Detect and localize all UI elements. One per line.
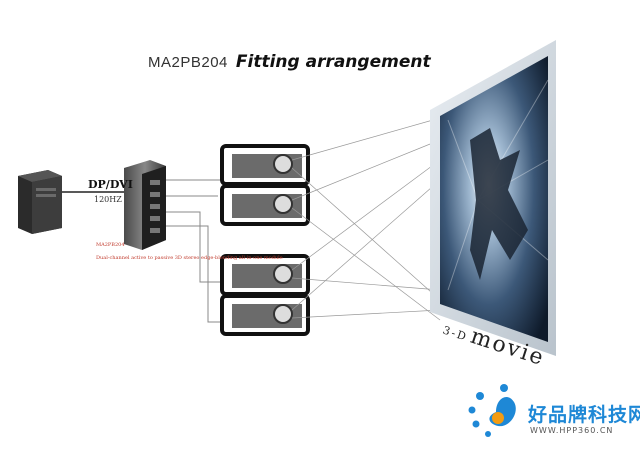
movie-prefix: 3-D [441, 323, 470, 344]
projector-icon [220, 294, 310, 336]
projection-beams [291, 117, 441, 321]
projector-cables [166, 179, 220, 323]
brand-url: WWW.HPP360.CN [530, 426, 614, 435]
device-model-note: MA2PB204 [96, 242, 125, 248]
dvi-label: DP/DVI [88, 178, 133, 191]
brand-logo-icon [468, 384, 516, 437]
converter-box-icon [124, 160, 166, 250]
brand-name: 好品牌科技网 [528, 404, 640, 426]
projector-icon [220, 184, 310, 226]
projector-icon [220, 254, 310, 296]
projector-icon [220, 144, 310, 186]
projector-stack-top [220, 144, 310, 226]
screen-icon [430, 40, 556, 356]
computer-tower-icon [18, 170, 62, 234]
projector-stack-bottom [220, 254, 310, 336]
diagram-title: MA2PB204 Fitting arrangement [148, 52, 431, 72]
title-model: MA2PB204 [148, 54, 228, 71]
refresh-rate-label: 120HZ [94, 195, 122, 204]
device-description-note: Dual-channel active to passive 3D stereo… [96, 255, 283, 261]
title-main: Fitting arrangement [235, 52, 431, 72]
